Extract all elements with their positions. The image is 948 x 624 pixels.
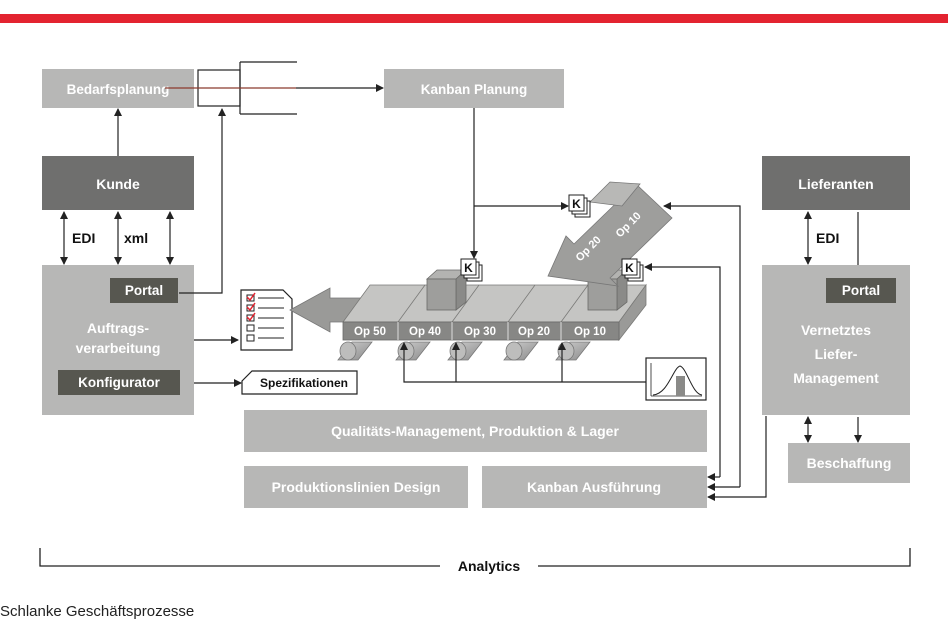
konfigurator-box <box>58 370 180 395</box>
auftrags-label-2: verarbeitung <box>76 340 161 356</box>
flow-quality-feedback <box>400 342 646 383</box>
flow-portal-to-bracket <box>179 108 226 294</box>
kunde-label: Kunde <box>96 176 140 192</box>
op-40-label: Op 40 <box>409 326 441 338</box>
produktionslinien-box <box>244 466 468 508</box>
figure-caption: Schlanke Geschäftsprozesse <box>0 603 195 620</box>
beschaffung-box <box>788 443 910 483</box>
analytics-label: Analytics <box>458 558 520 574</box>
kunde-box <box>42 156 194 210</box>
portal-right-label: Portal <box>842 283 880 298</box>
top-red-bar <box>0 14 948 23</box>
kanban-planung-box <box>384 69 564 108</box>
qualitaet-label: Qualitäts-Management, Produktion & Lager <box>331 423 619 439</box>
flow-lieferanten-to-feed <box>663 202 741 487</box>
spezifikationen-label: Spezifikationen <box>260 376 348 390</box>
flow-liefer-to-ausfuehrung <box>707 416 767 501</box>
produktionslinien-label: Produktionslinien Design <box>272 479 441 495</box>
xml-left-label: xml <box>124 230 148 246</box>
lieferanten-box <box>762 156 910 210</box>
lieferanten-label: Lieferanten <box>798 176 873 192</box>
kanban-ausfuehrung-box <box>482 466 707 508</box>
portal-left-label: Portal <box>125 283 163 298</box>
bedarfsplanung-label: Bedarfsplanung <box>67 82 170 97</box>
kanban-card-left: K <box>460 258 483 282</box>
kanban-ausfuehrung-label: Kanban Ausführung <box>527 479 661 495</box>
portal-left-box <box>110 278 178 303</box>
op-20-label: Op 20 <box>518 326 550 338</box>
incoming-feed-arrow: Op 20 Op 10 <box>547 181 673 287</box>
edi-right-label: EDI <box>816 230 839 246</box>
checklist-icon <box>240 289 293 351</box>
auftrags-label-1: Auftrags- <box>87 320 150 336</box>
portal-right-box <box>826 278 896 303</box>
vernetztes-label-3: Management <box>793 370 879 386</box>
kanban-card-left-label: K <box>464 261 473 275</box>
beschaffung-label: Beschaffung <box>807 455 892 471</box>
kanban-card-right-label: K <box>625 261 634 275</box>
edi-left-label: EDI <box>72 230 95 246</box>
flow-right-card <box>644 263 721 477</box>
analytics-bracket <box>39 548 911 567</box>
spezifikationen-tag <box>241 370 358 395</box>
konfigurator-label: Konfigurator <box>78 375 160 390</box>
kanban-card-top-label: K <box>572 197 581 211</box>
kanban-card-top: K <box>568 194 591 218</box>
qualitaet-box <box>244 410 707 452</box>
vernetztes-label-2: Liefer- <box>815 346 858 362</box>
kanban-card-right: K <box>621 258 644 282</box>
vernetztes-label-1: Vernetztes <box>801 322 871 338</box>
op-30-label: Op 30 <box>464 326 496 338</box>
op-10-label: Op 10 <box>574 326 606 338</box>
op-50-label: Op 50 <box>354 326 386 338</box>
conveyor-rollers <box>337 341 591 361</box>
kanban-planung-label: Kanban Planung <box>421 82 528 97</box>
distribution-chart-icon <box>645 357 707 401</box>
product-box-left <box>425 269 468 311</box>
conveyor-front <box>342 321 620 341</box>
